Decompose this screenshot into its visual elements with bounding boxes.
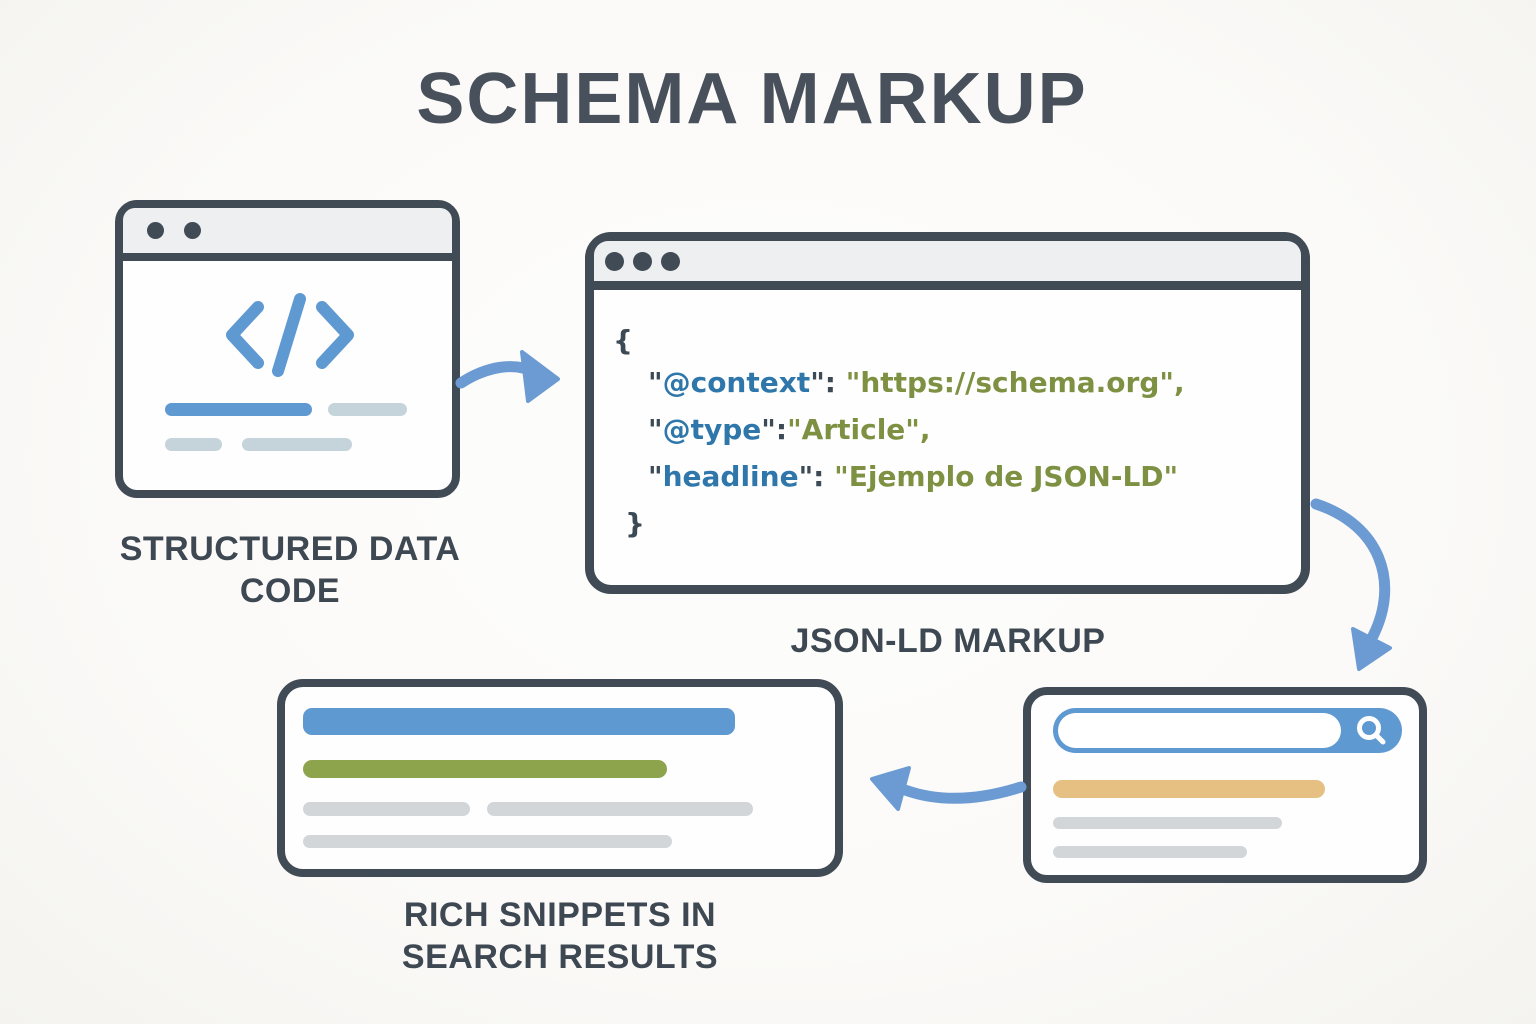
skeleton-text-bar [242,438,352,451]
code-line: "headline": "Ejemplo de JSON-LD" [648,460,1179,493]
skeleton-text-bar [328,403,407,416]
skeleton-text-bar [165,438,222,451]
structured-data-label: STRUCTURED DATA CODE [90,528,490,612]
skeleton-text-bar [165,403,312,416]
rich-snippets-window [277,679,843,877]
window-titlebar [123,208,452,261]
search-icon [1357,716,1386,745]
window-dot [661,251,680,271]
window-dot [633,251,652,271]
label-line: SEARCH RESULTS [401,938,719,976]
code-icon [226,293,354,377]
label-line: CODE [239,572,341,610]
search-results-window [1023,687,1427,883]
snippet-link-bar [303,760,667,778]
window-body [285,687,835,869]
json-code-block: { "@context": "https://schema.org", "@ty… [613,323,1185,547]
label-line: STRUCTURED DATA [119,530,461,568]
skeleton-text-bar [303,835,672,848]
skeleton-text-bar [1053,846,1247,858]
code-line: { [613,324,633,357]
snippet-title-bar [303,708,735,735]
window-titlebar [594,241,1301,290]
code-line: "@context": "https://schema.org", [648,366,1185,399]
search-input [1058,713,1341,748]
structured-data-window [115,200,460,498]
skeleton-text-bar [1053,817,1282,829]
label-line: RICH SNIPPETS IN [403,896,717,934]
page-title: SCHEMA MARKUP [416,59,1088,139]
window-dot [184,222,201,239]
skeleton-text-bar [487,802,753,816]
result-highlight-bar [1053,780,1325,798]
skeleton-text-bar [303,802,470,816]
json-ld-label: JSON-LD MARKUP [790,622,1106,660]
window-body [123,261,452,482]
arrow-down-icon [1310,498,1392,671]
window-body [1031,695,1419,875]
window-dot [605,251,624,271]
code-line: "@type":"Article", [648,413,931,446]
code-line: } [625,507,645,540]
search-bar [1053,708,1402,753]
arrow-left-icon [870,766,1027,811]
window-dot [147,222,164,239]
json-ld-window: { "@context": "https://schema.org", "@ty… [585,232,1310,594]
arrow-right-icon [455,350,560,403]
rich-snippets-label: RICH SNIPPETS IN SEARCH RESULTS [360,894,760,978]
